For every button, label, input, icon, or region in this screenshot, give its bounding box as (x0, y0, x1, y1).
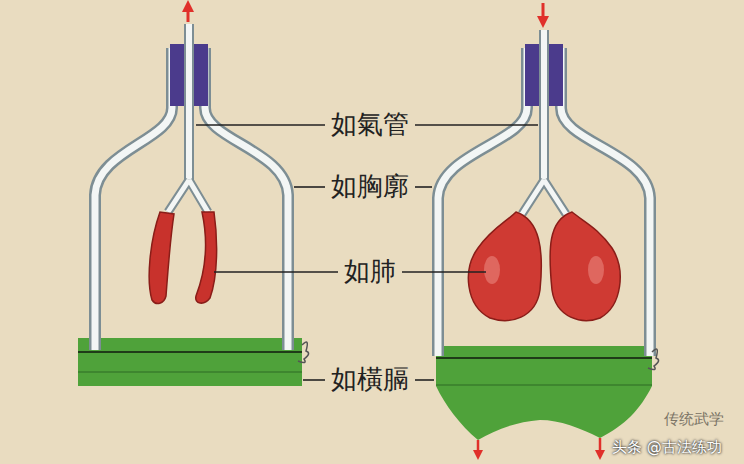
leader-line (415, 379, 434, 381)
leader-line (214, 271, 338, 273)
leader-line (294, 186, 325, 188)
leader-line (196, 124, 325, 126)
left-diaphragm (78, 338, 302, 386)
leader-line (415, 124, 538, 126)
part-label: 如胸廓 (331, 171, 409, 202)
part-label: 如橫膈 (331, 364, 409, 395)
left-bell-jar (78, 6, 309, 386)
part-label: 如氣管 (331, 109, 409, 140)
watermark: 头条 @古法练功 (612, 438, 722, 457)
leader-line (402, 271, 486, 273)
watermark: 传统武学 (664, 410, 724, 429)
leader-line (415, 186, 432, 188)
right-bell-jar (436, 3, 659, 455)
part-label: 如肺 (344, 256, 396, 287)
leader-line (303, 379, 325, 381)
